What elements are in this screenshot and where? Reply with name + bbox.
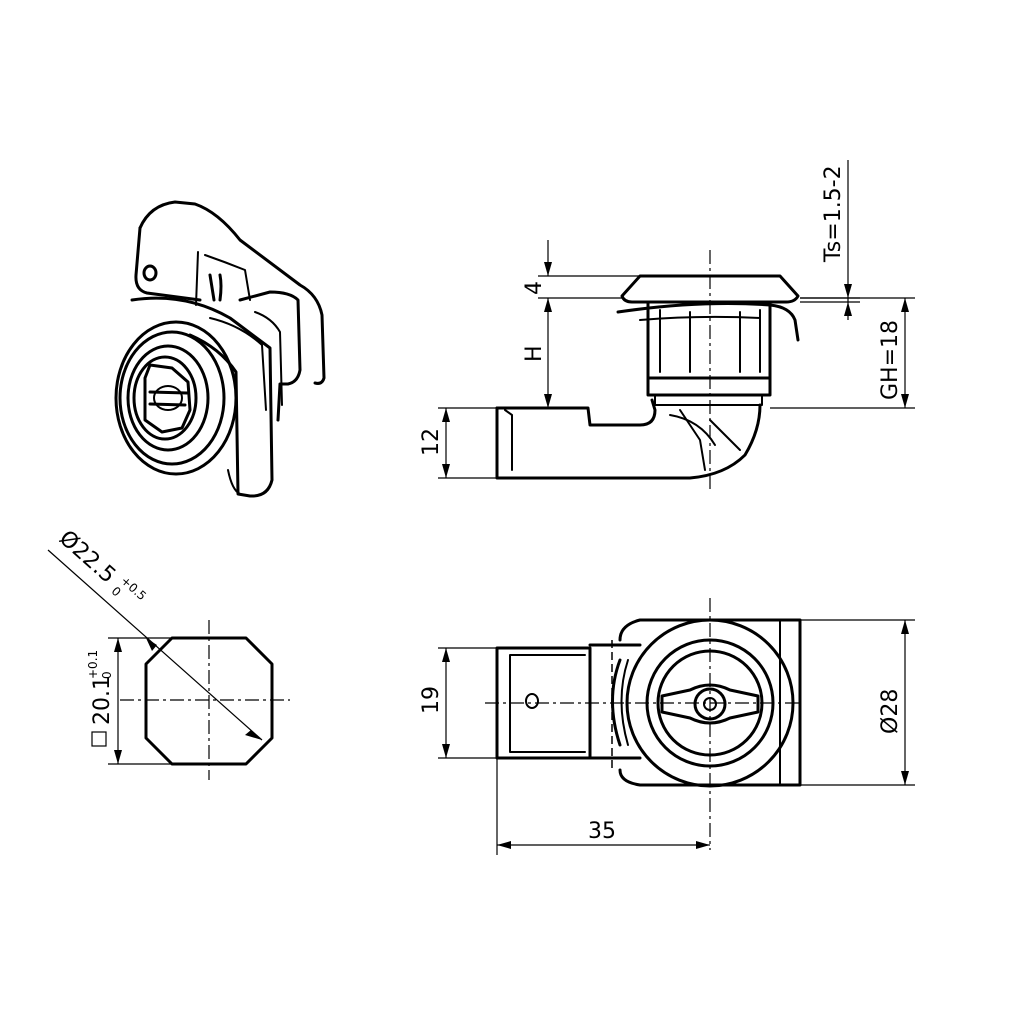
dim-sq20-tol-lower: 0 xyxy=(100,671,114,679)
square-symbol xyxy=(91,731,107,747)
dim-sq20-group: 20.1 +0.1 0 xyxy=(86,650,115,725)
front-view xyxy=(438,598,915,855)
dim-dia22-tol-lower: 0 xyxy=(109,584,124,600)
cutout-view xyxy=(47,549,290,780)
side-view xyxy=(438,160,915,490)
dim-gh-label: GH=18 xyxy=(878,320,903,400)
dim-dia28-label: Ø28 xyxy=(878,689,903,734)
dim-35-label: 35 xyxy=(588,819,616,844)
dim-dia22-label: Ø22.5 xyxy=(54,526,120,589)
dim-dia22-group: Ø22.5 +0.5 0 xyxy=(54,526,149,603)
dim-sq20-label: 20.1 xyxy=(90,676,115,725)
dim-19-label: 19 xyxy=(419,686,444,714)
dim-sq20-tol-upper: +0.1 xyxy=(86,650,100,679)
dim-12-label: 12 xyxy=(419,428,444,456)
dim-h-label: H xyxy=(522,345,547,362)
dim-4-label: 4 xyxy=(522,281,547,295)
dim-ts-label: Ts=1.5-2 xyxy=(821,165,846,263)
isometric-view xyxy=(114,200,326,498)
